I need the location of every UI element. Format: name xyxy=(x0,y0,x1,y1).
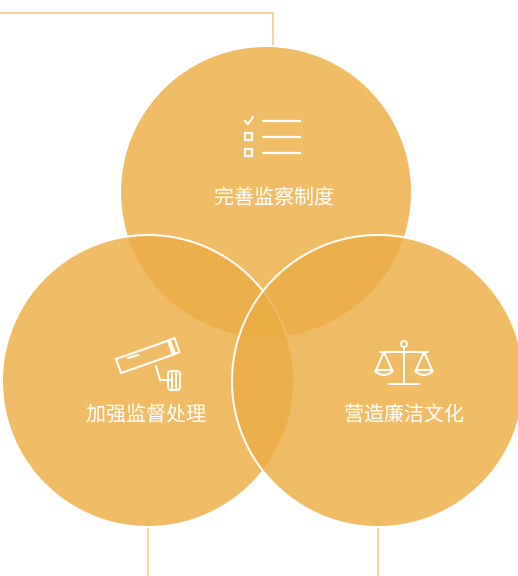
circle-right-label: 营造廉洁文化 xyxy=(344,402,464,426)
top-connector-line xyxy=(0,12,274,50)
circle-top-label: 完善监察制度 xyxy=(214,185,334,209)
balance-scale-icon xyxy=(374,340,434,385)
circle-right xyxy=(231,234,518,528)
checklist-icon xyxy=(243,115,301,158)
circles xyxy=(1,45,518,528)
circle-left-label: 加强监督处理 xyxy=(86,402,206,426)
surveillance-camera-icon xyxy=(115,337,181,391)
connector-lines xyxy=(0,12,379,576)
